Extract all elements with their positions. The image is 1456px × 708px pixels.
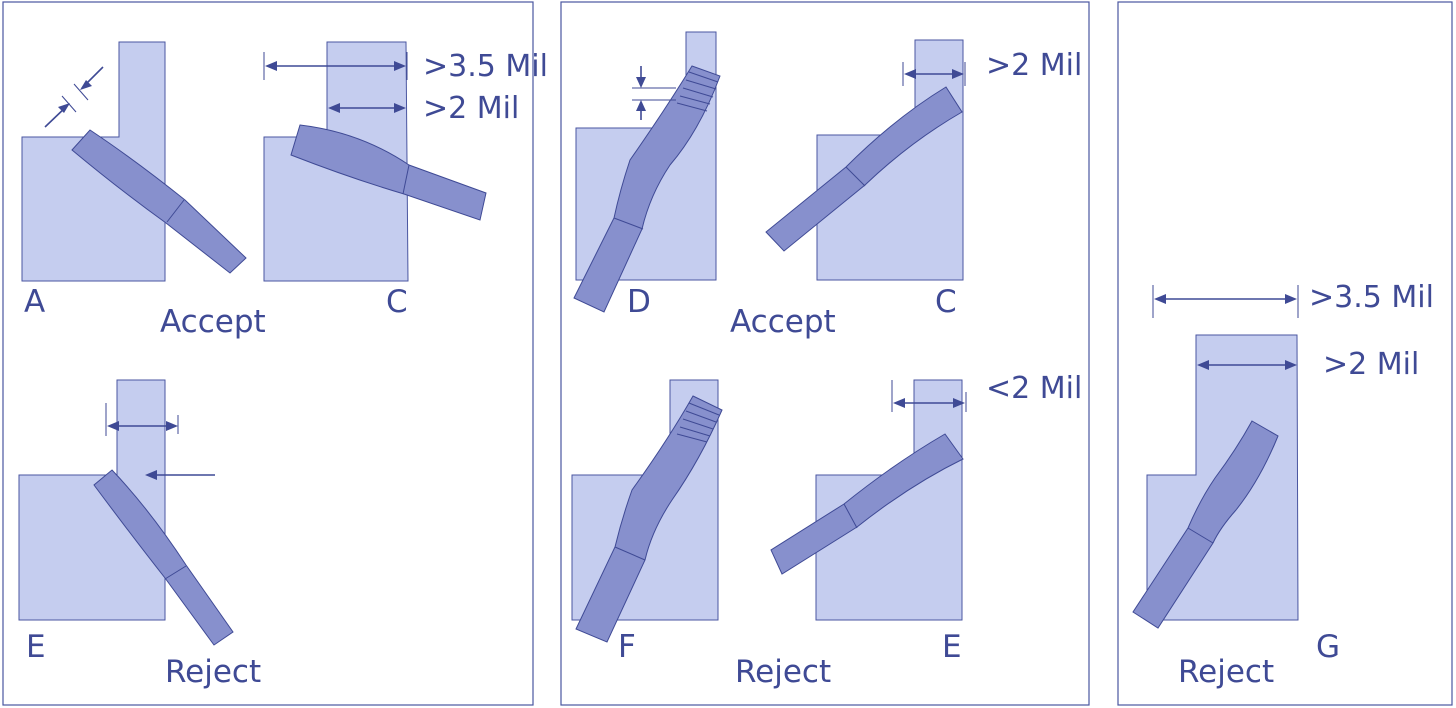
lead-d-stripe (685, 79, 717, 90)
figure-e-left: E (18, 379, 234, 665)
thickness-mark-a2 (73, 83, 89, 101)
figure-g: >3.5 Mil >2 Mil G (1132, 280, 1434, 665)
lead-d-bend (613, 217, 644, 230)
arrowhead-icon (107, 421, 119, 431)
dim-label-narrow-g: >2 Mil (1323, 347, 1419, 382)
thickness-mark-a1 (61, 95, 77, 113)
arrowhead-icon (394, 103, 406, 113)
arrowhead-icon (166, 421, 178, 431)
letter-a: A (24, 284, 45, 320)
verdict-accept-left: Accept (160, 304, 266, 340)
lead-f-stripe (679, 426, 711, 437)
lead-f-stripe (688, 402, 720, 416)
lead-c-left-bend (402, 164, 410, 195)
arrowhead-icon (1285, 294, 1297, 304)
verdict-accept-middle: Accept (730, 304, 836, 340)
lead-g (1132, 420, 1279, 629)
letter-c-left: C (386, 284, 408, 320)
lead-f-stripe (676, 433, 708, 443)
arrowhead-icon (1197, 360, 1209, 370)
panel-left: A >3.5 Mil >2 Mil C Accept (2, 1, 548, 706)
panel-right: >3.5 Mil >2 Mil G Reject (1117, 1, 1453, 706)
lead-a-bend (166, 199, 185, 223)
lead-e-left-bend (164, 565, 187, 580)
arrowhead-icon (145, 470, 157, 480)
arrowhead-icon (636, 77, 646, 88)
verdict-reject-middle: Reject (735, 654, 831, 690)
arrowhead-icon (904, 69, 916, 79)
dim-label-narrow: >2 Mil (423, 91, 519, 126)
letter-e-left: E (26, 629, 46, 665)
arrowhead-icon (952, 69, 964, 79)
figure-e-middle: <2 Mil E (770, 371, 1082, 665)
panel-middle: D >2 Mil C Accept F (560, 1, 1090, 706)
arrowhead-icon (328, 103, 340, 113)
arrowhead-icon (636, 100, 646, 111)
lead-c-left (290, 124, 487, 221)
figure-c-middle: >2 Mil C (765, 39, 1082, 320)
letter-e-middle: E (942, 629, 962, 665)
letter-c-middle: C (935, 284, 957, 320)
lead-d-stripe (688, 71, 719, 83)
arrowhead-icon (80, 80, 92, 90)
figure-c-left: >3.5 Mil >2 Mil C (263, 41, 548, 320)
figure-a: A (21, 41, 247, 320)
verdict-reject-right: Reject (1178, 654, 1274, 690)
lead-f-stripe (685, 410, 717, 423)
arrowhead-icon (394, 61, 406, 71)
lead-c-middle-bend (845, 166, 866, 187)
verdict-reject-left: Reject (165, 654, 261, 690)
letter-g: G (1316, 629, 1340, 665)
arrowhead-icon (1154, 294, 1166, 304)
arrowhead-icon (893, 398, 905, 408)
panel-left-border (2, 1, 534, 706)
arrowhead-icon (58, 103, 70, 113)
lead-e-middle (770, 433, 964, 575)
lead-c-middle (765, 86, 963, 252)
panel-right-border (1117, 1, 1453, 706)
lead-d-stripe (682, 87, 714, 98)
arrowhead-icon (953, 398, 965, 408)
lead-d-stripe (676, 102, 708, 112)
figure-f: F (571, 379, 723, 665)
lead-e-middle-bend (843, 503, 858, 529)
arrowhead-icon (265, 61, 277, 71)
dim-label-wide: >3.5 Mil (423, 49, 548, 84)
lead-d-stripe (679, 95, 711, 105)
arrowhead-icon (1285, 360, 1297, 370)
lead-f (575, 395, 723, 643)
lead-a (71, 129, 247, 274)
dim-label-bottom: <2 Mil (986, 371, 1082, 406)
panel-middle-border (560, 1, 1090, 706)
pad-e-left (18, 379, 166, 621)
lead-f-bend (614, 546, 646, 561)
lead-d (573, 65, 721, 313)
lead-f-stripe (682, 418, 714, 430)
lead-g-bend (1187, 527, 1214, 544)
figure-d: D (573, 31, 721, 320)
dim-label-wide-g: >3.5 Mil (1309, 280, 1434, 315)
letter-d: D (627, 284, 651, 320)
lead-e-left (93, 469, 234, 646)
dim-label-top: >2 Mil (986, 48, 1082, 83)
letter-f: F (618, 629, 636, 665)
